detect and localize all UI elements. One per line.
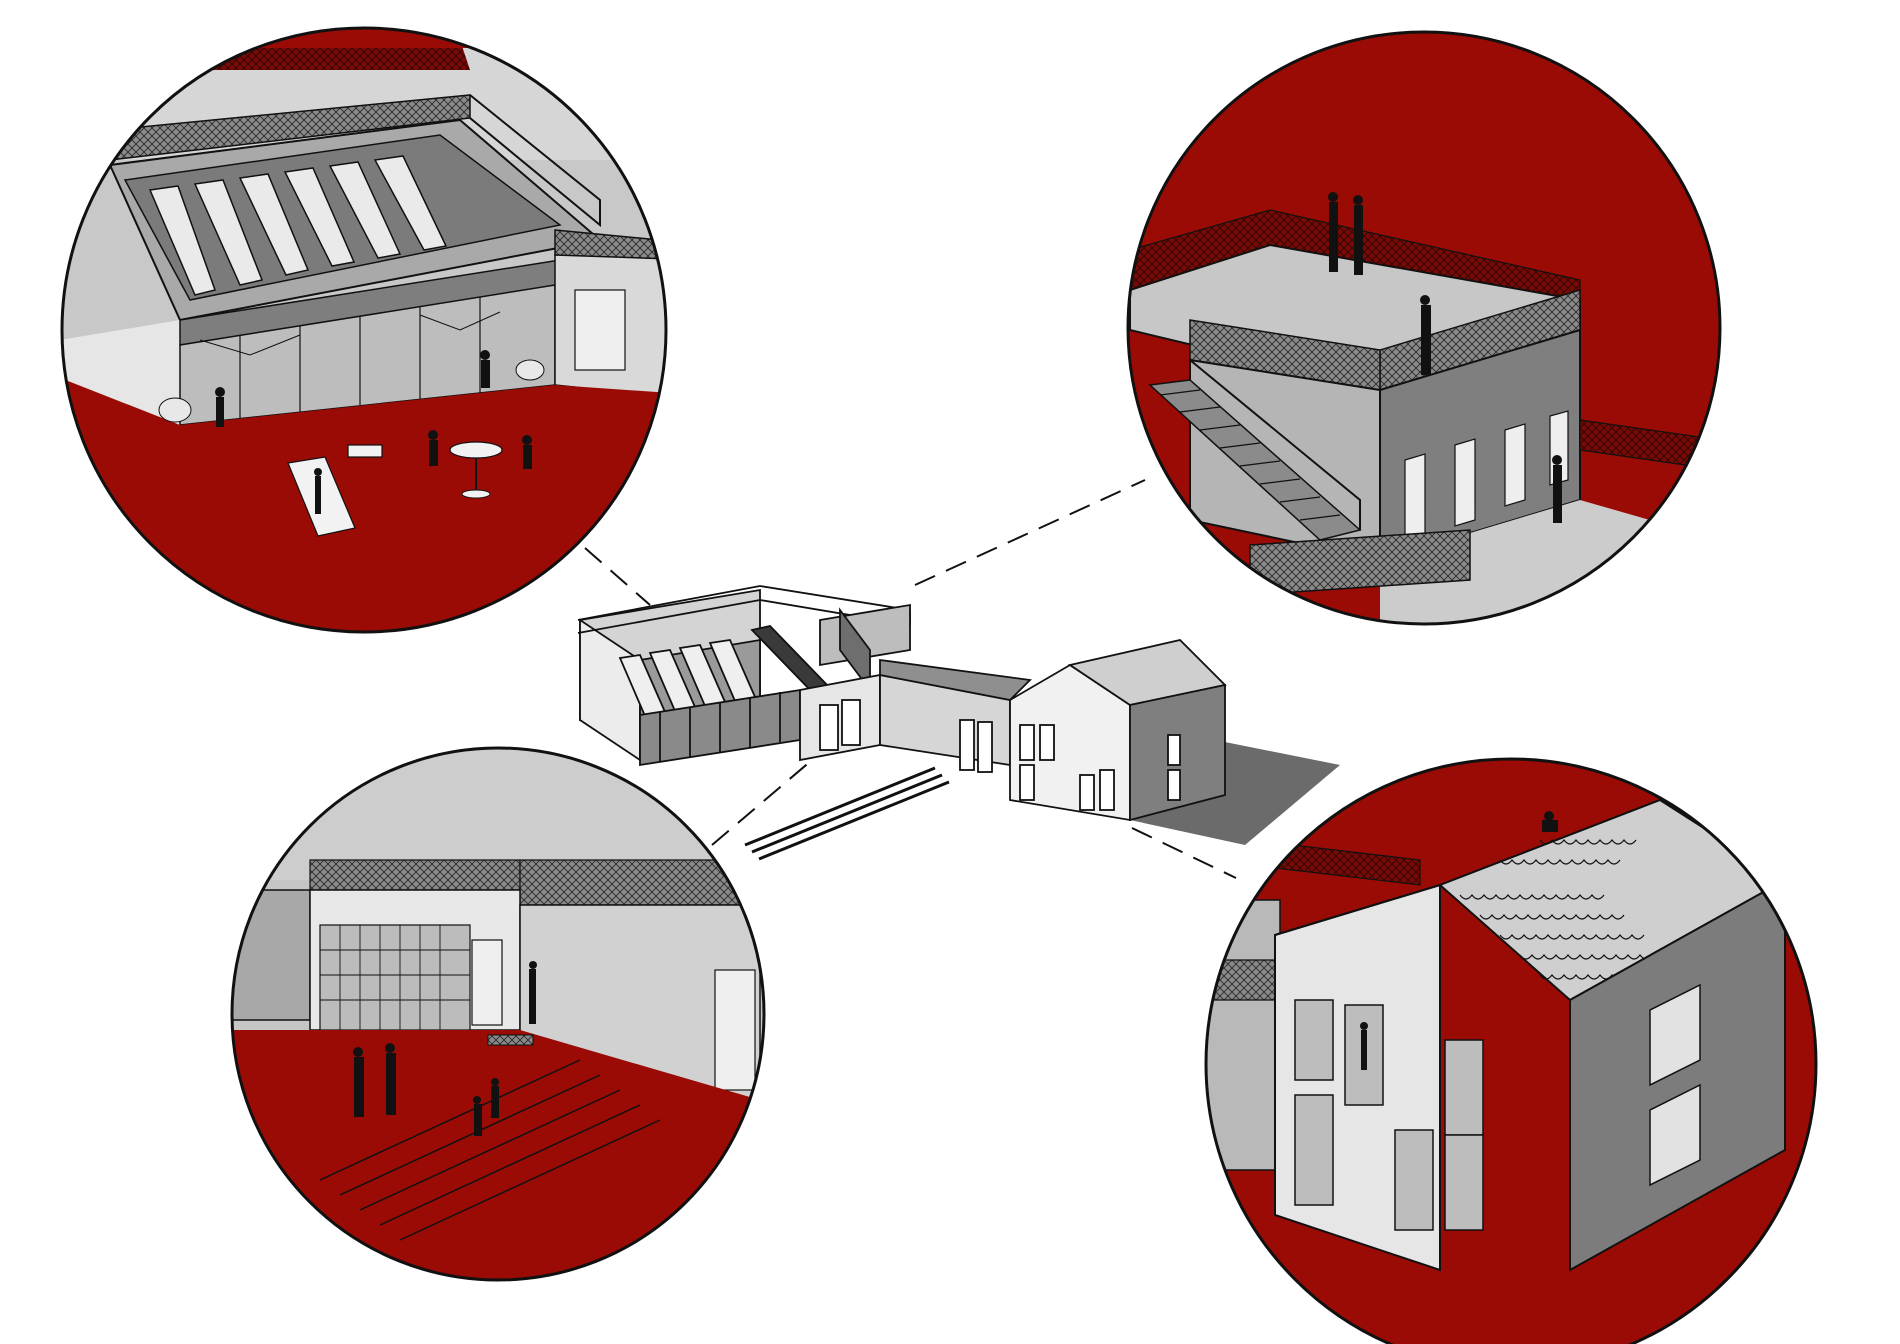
connector-top-left [584,547,651,606]
connector-top-right [914,479,1146,586]
central-building-model [577,585,1340,861]
callout-entrance-steps [230,746,766,1282]
connector-bottom-left [711,759,813,846]
callout-roof-terrace [1126,30,1722,626]
connector-lines [584,479,1237,879]
callout-gabled-house [1204,757,1818,1344]
connector-bottom-right [1131,827,1237,879]
callout-courtyard-terrace [60,26,668,634]
